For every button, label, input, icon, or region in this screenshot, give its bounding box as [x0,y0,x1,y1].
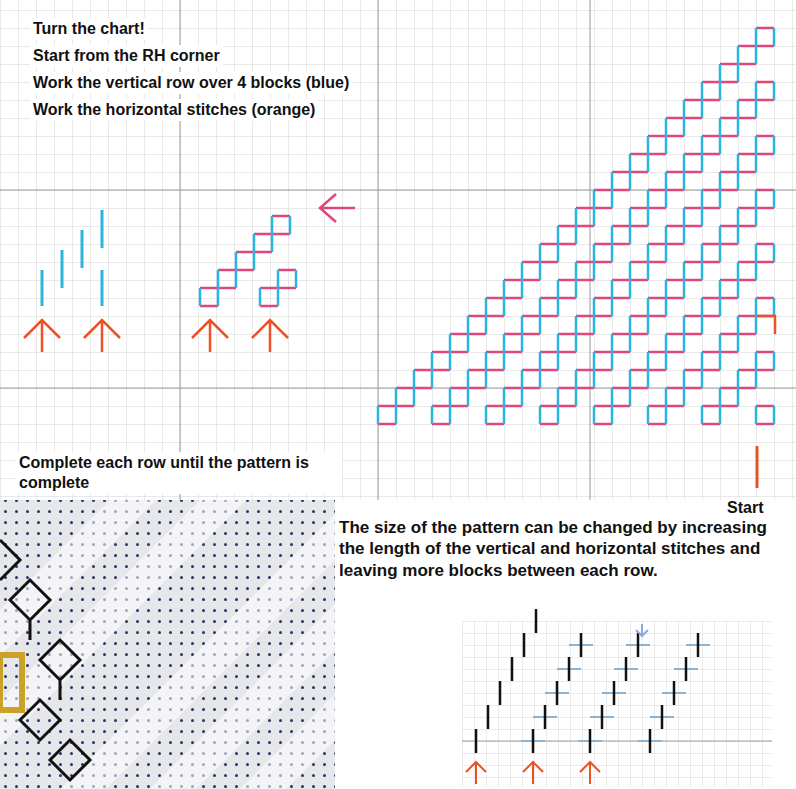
grid [0,0,796,500]
instruction-text: The size of the pattern can be changed b… [336,516,782,582]
grid-major-line [0,0,796,500]
vertical-stitch [476,609,698,753]
instruction-text: Start from the RH corner [30,45,223,67]
instruction-text: Turn the chart! [30,18,148,40]
instruction-text: Work the horizontal stitches (orange) [30,99,318,121]
grid-major-line [462,741,772,742]
grid [462,621,772,787]
direction-arrow [466,762,600,784]
direction-arrow [320,194,355,222]
direction-arrow [24,320,288,352]
horizontal-stitch [521,645,710,741]
instruction-text: Work the vertical row over 4 blocks (blu… [30,72,352,94]
horizontal-stitch [757,316,775,334]
instruction-text: Complete each row until the pattern is c… [16,452,342,494]
stitch-photo [0,500,335,789]
vertical-stitch [42,210,102,306]
start-marker [756,446,759,488]
direction-arrow [636,624,648,636]
stitch-rows [476,609,710,753]
